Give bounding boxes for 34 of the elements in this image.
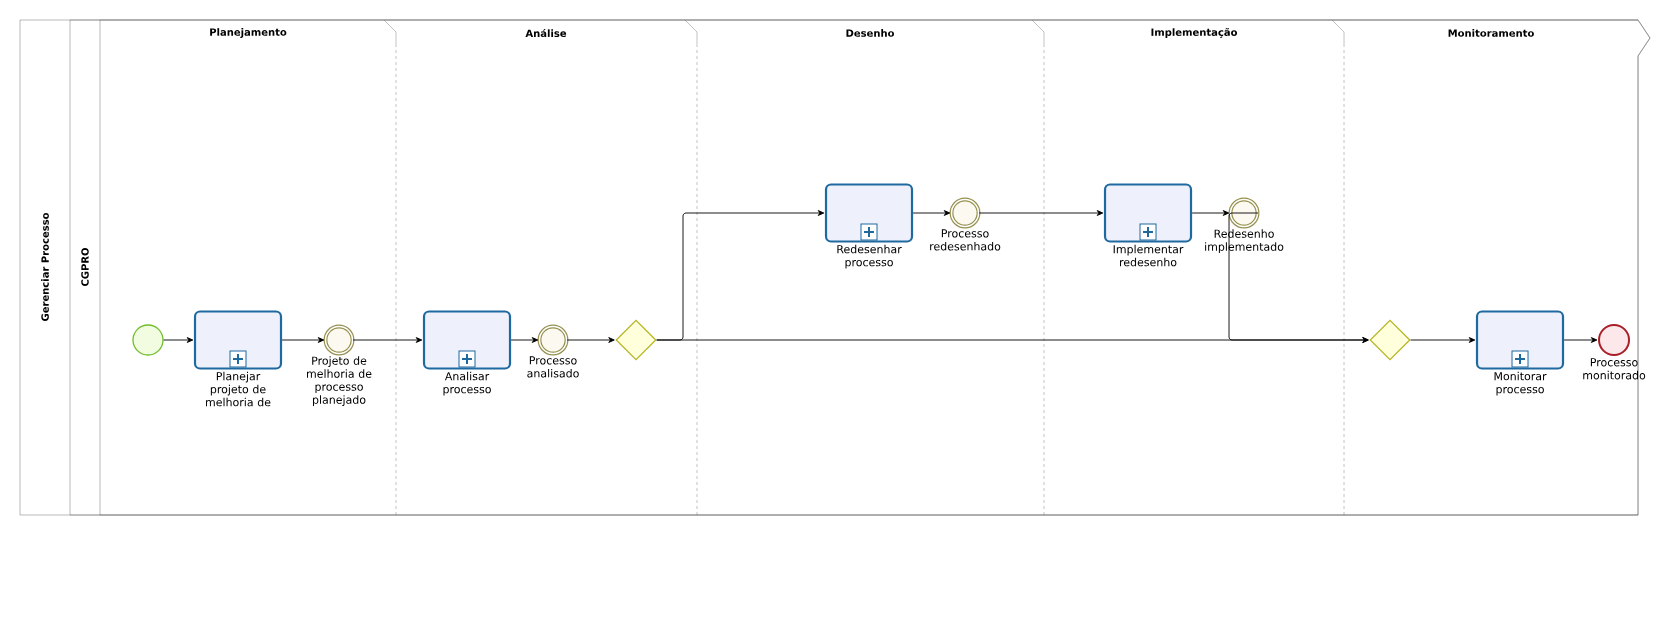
arrow: [510, 337, 539, 343]
intermediate-event: Redesenho implementado: [1205, 197, 1284, 253]
arrow: [352, 337, 423, 343]
arrow: [281, 337, 325, 343]
node-label: Redesenho implementado: [1205, 229, 1284, 253]
subprocess-box: Planejar projeto de melhoria de: [193, 310, 283, 407]
intermediate-event: Processo redesenhado: [930, 197, 1001, 251]
node-label: Analisar processo: [443, 371, 491, 396]
node-label: Redesenhar processo: [837, 244, 902, 269]
start-event: [132, 324, 164, 356]
subprocess-box: Redesenhar processo: [824, 183, 914, 269]
arrow: [163, 337, 194, 343]
intermediate-event: Projeto de melhoria de processo planejado: [307, 324, 372, 406]
node-label: Projeto de melhoria de processo planejado: [307, 356, 372, 406]
node-label: Processo redesenhado: [930, 229, 1001, 251]
node-label: Monitorar processo: [1494, 371, 1547, 396]
arrow: [566, 337, 615, 343]
arrow: [978, 210, 1104, 216]
node-label: Processo analisado: [527, 356, 579, 378]
node-label: Processo monitorado: [1583, 358, 1646, 380]
gateway-diamond: [1369, 319, 1411, 361]
intermediate-event: Processo analisado: [527, 324, 579, 378]
arrow: [656, 337, 1369, 343]
gateway-diamond: [615, 319, 657, 361]
subprocess-box: Monitorar processo: [1475, 310, 1565, 396]
arrow: [1563, 337, 1598, 343]
arrow: [912, 210, 951, 216]
node-label: Planejar projeto de melhoria de: [206, 371, 271, 407]
arrow: [1410, 337, 1476, 343]
subprocess-box: Implementar redesenho: [1103, 183, 1193, 267]
arrow: [1191, 210, 1230, 216]
end-event: Processo monitorado: [1583, 324, 1646, 380]
node-label: Implementar redesenho: [1113, 244, 1184, 267]
subprocess-box: Analisar processo: [422, 310, 512, 396]
